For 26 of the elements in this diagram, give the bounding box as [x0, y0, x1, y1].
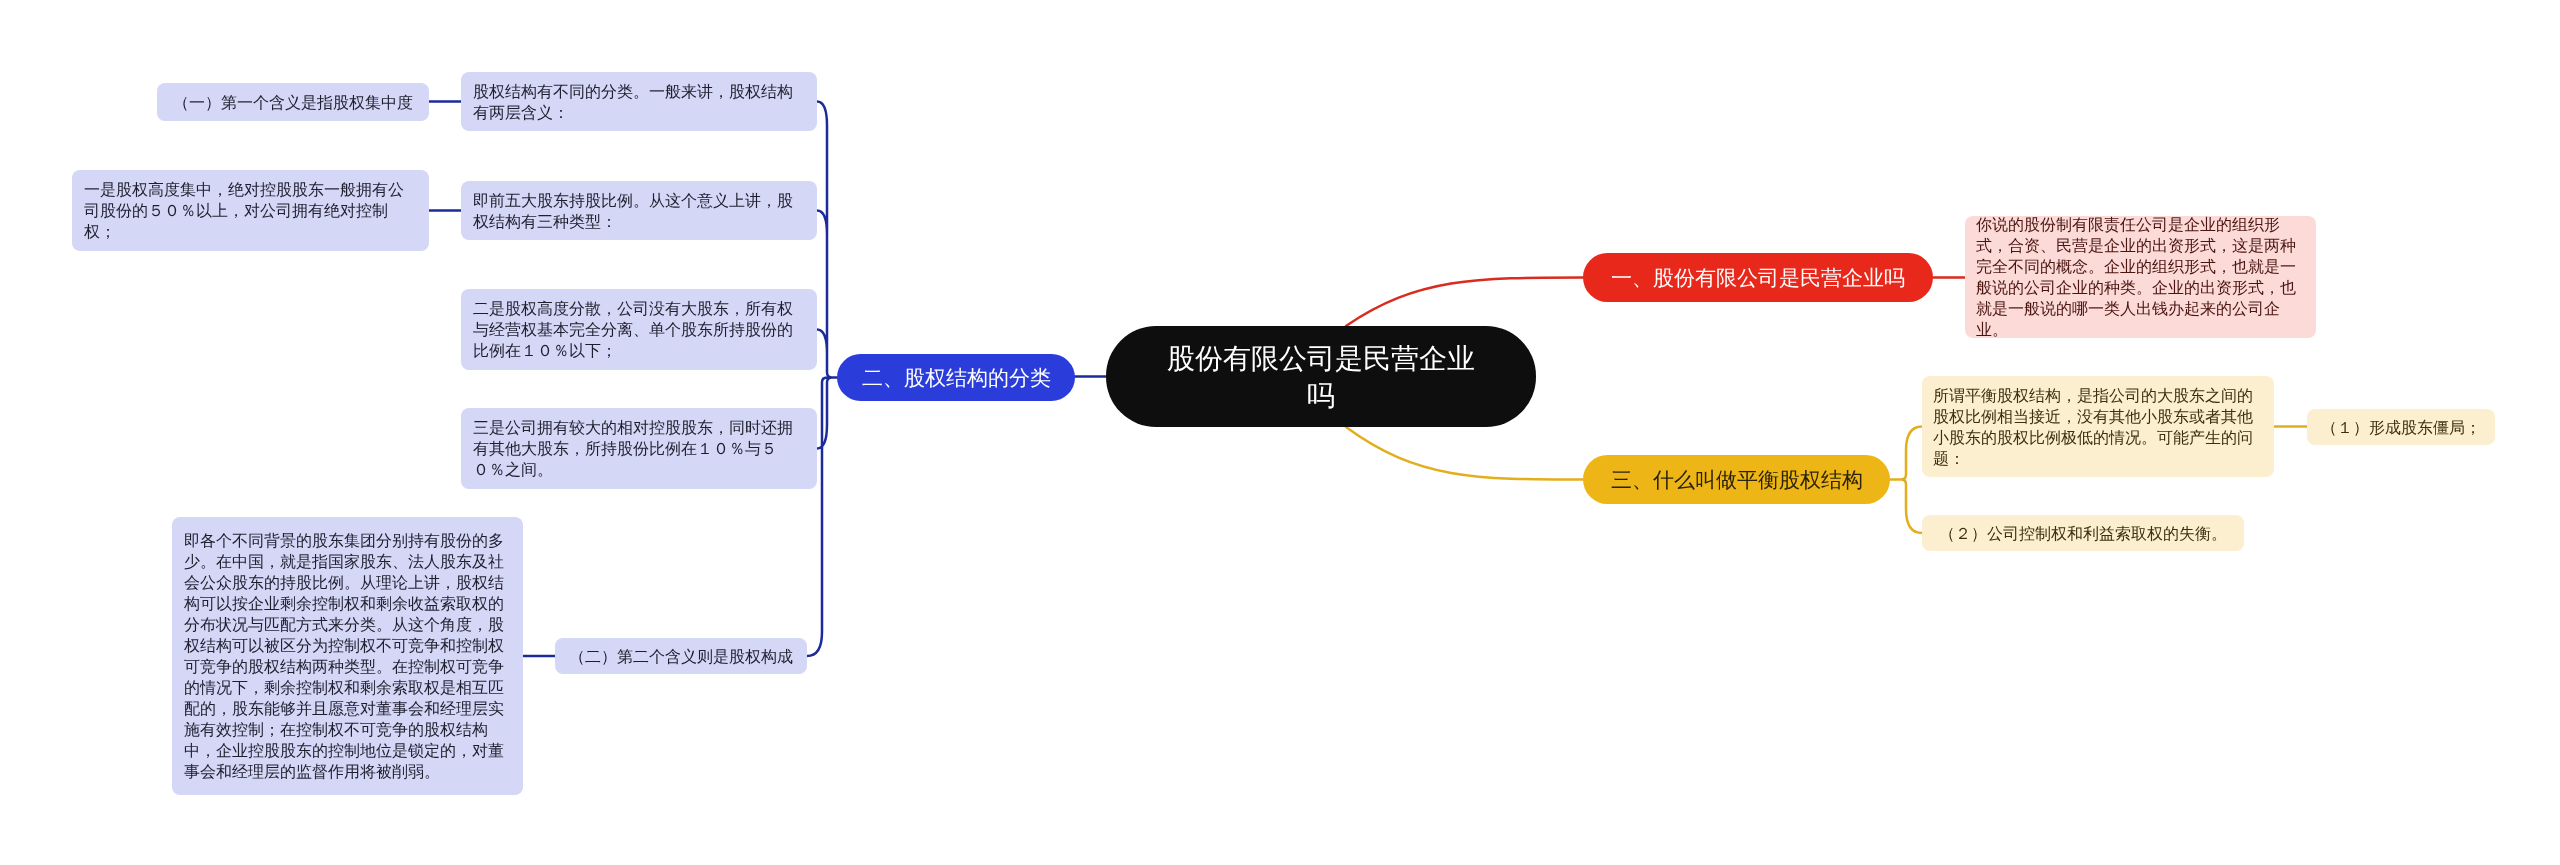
connector-line: [1073, 375, 1108, 378]
connector-line: [1344, 276, 1585, 328]
central-topic: 股份有限公司是民营企业吗: [1106, 326, 1536, 427]
branch-topic: 二、股权结构的分类: [837, 354, 1075, 401]
connector-line: [1888, 425, 1924, 535]
note-box: 即各个不同背景的股东集团分别持有股份的多少。在中国，就是指国家股东、法人股东及社会公众股东的持股比例。从理论上讲，股权结构可以按企业剩余控制权和剩余收益索取权的分布状况与匹配方式来分类。从这个角度，股权结构可以被区分为控制权不可竞争和控制权可竞争的股权结构两种类型。在控制权可竞争的情况下，剩余控制权和剩余索取权是相互匹配的，股东能够并且愿意对董事会和经理层实施有效控制；在控制权不可竞争的股权结构中，企业控股股东的控制地位是锁定的，对董事会和经理层的监督作用将被削弱。: [172, 517, 523, 795]
connector-line: [805, 100, 839, 658]
connector-line: [427, 100, 463, 103]
note-box: 你说的股份制有限责任公司是企业的组织形式，合资、民营是企业的出资形式，这是两种完全不同的概念。企业的组织形式，也就是一般说的公司企业的种类。企业的出资形式，也就是一般说的哪一类人出钱办起来的公司企业。: [1965, 216, 2316, 338]
branch-topic: 一、股份有限公司是民营企业吗: [1583, 253, 1933, 302]
connector-line: [521, 654, 557, 658]
note-box: 二是股权高度分散，公司没有大股东，所有权与经营权基本完全分离、单个股东所持股份的比例在１０％以下；: [461, 289, 817, 370]
connector-line: [2272, 425, 2309, 428]
note-box: 股权结构有不同的分类。一般来讲，股权结构有两层含义：: [461, 72, 817, 131]
note-box: 三是公司拥有较大的相对控股股东，同时还拥有其他大股东，所持股份比例在１０％与５０％之间。: [461, 408, 817, 489]
note-box: 一是股权高度集中，绝对控股股东一般拥有公司股份的５０％以上，对公司拥有绝对控制权；: [72, 170, 429, 251]
subtopic-box: （一）第一个含义是指股权集中度: [157, 83, 429, 121]
subtopic-box: （二）第二个含义则是股权构成: [555, 638, 807, 674]
connector-line: [1931, 276, 1967, 279]
note-box: 所谓平衡股权结构，是指公司的大股东之间的股权比例相当接近，没有其他小股东或者其他小股东的股权比例极低的情况。可能产生的问题：: [1922, 376, 2274, 477]
note-box: 即前五大股东持股比例。从这个意义上讲，股权结构有三种类型：: [461, 181, 817, 240]
subtopic-box: （２）公司控制权和利益索取权的失衡。: [1922, 515, 2244, 551]
connector-line: [1344, 425, 1585, 481]
connector-line: [427, 209, 463, 212]
branch-topic: 三、什么叫做平衡股权结构: [1583, 455, 1890, 504]
subtopic-box: （１）形成股东僵局；: [2307, 409, 2495, 445]
